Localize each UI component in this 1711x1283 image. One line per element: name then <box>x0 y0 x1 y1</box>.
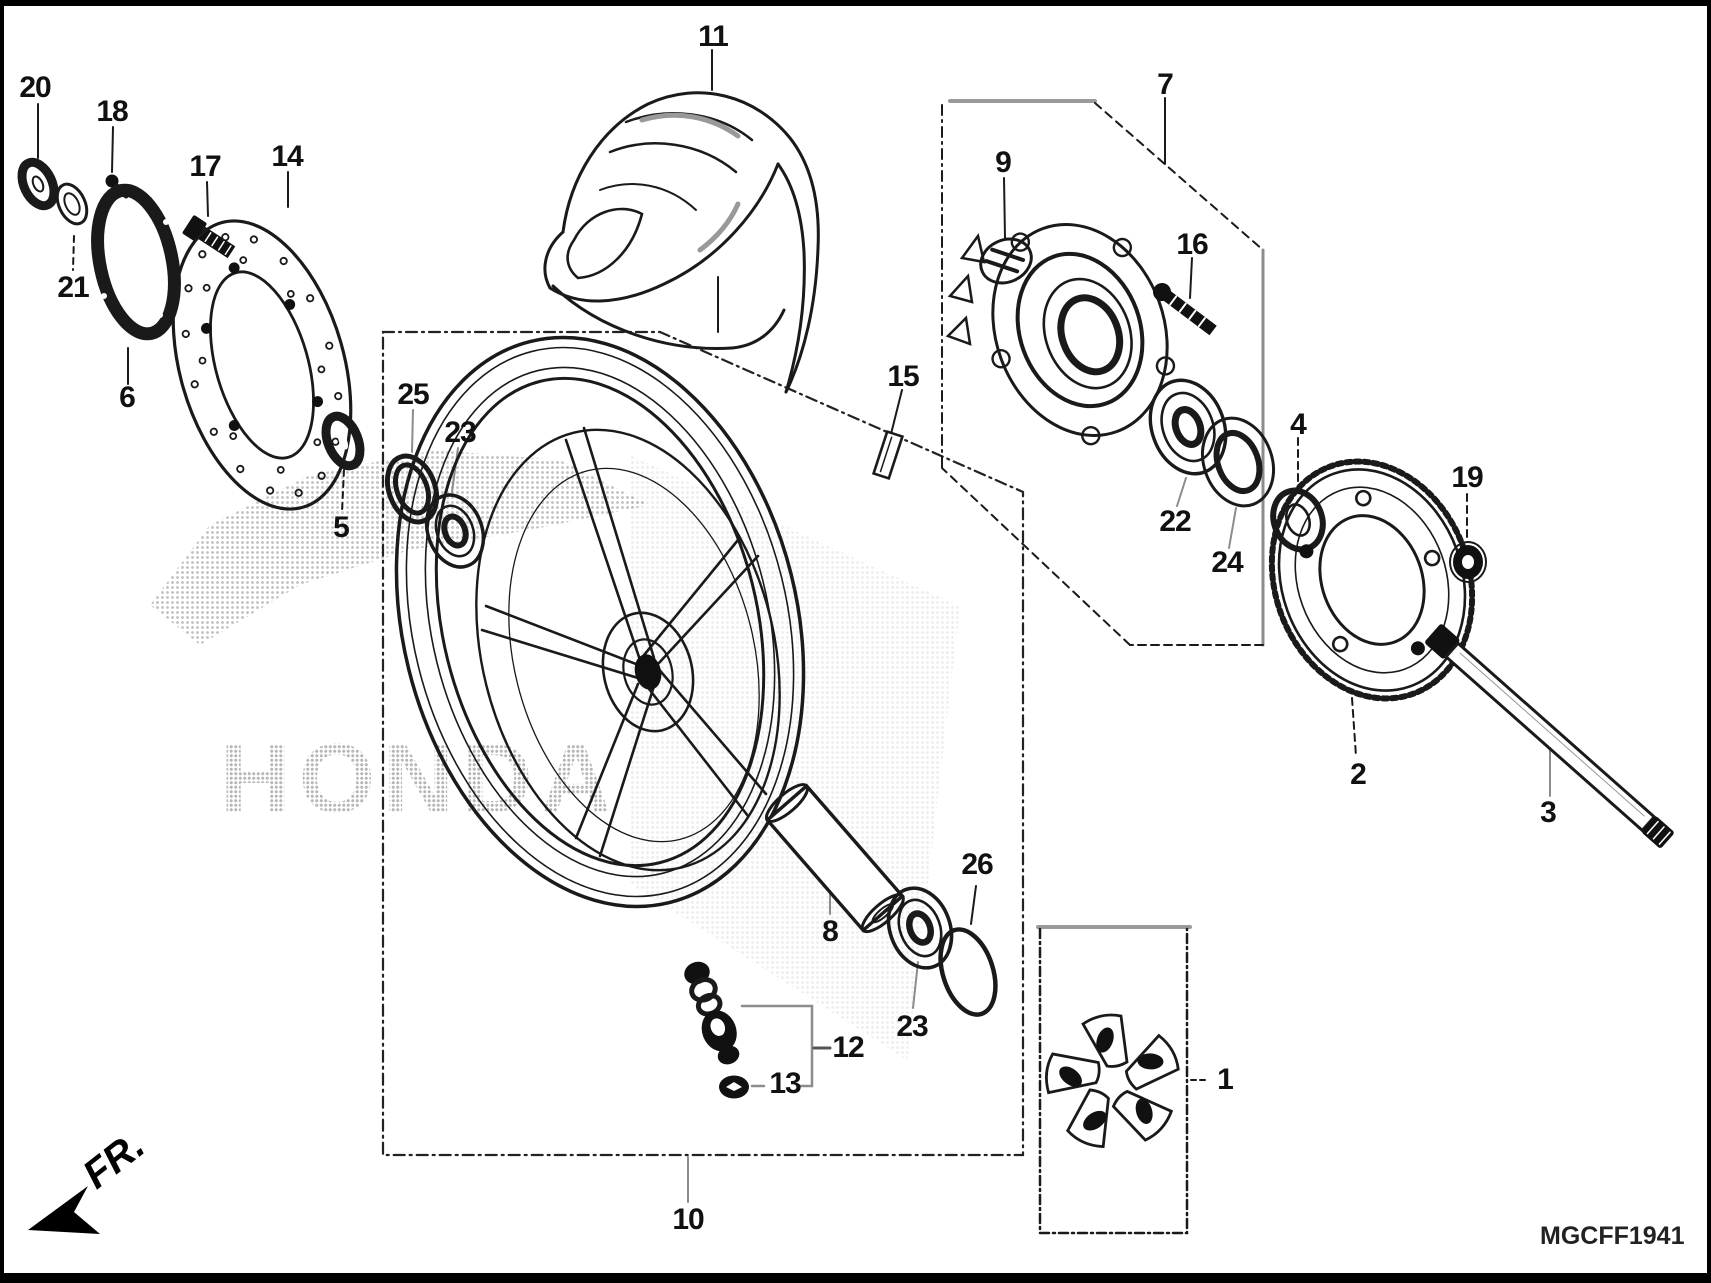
callout-12: 12 <box>832 1031 864 1064</box>
part-oring-26 <box>938 927 998 1017</box>
part-valve-nut-13 <box>719 1075 749 1099</box>
front-direction-arrow-icon <box>28 1186 100 1234</box>
part-cap-nut-20 <box>17 157 59 211</box>
part-bolt-17 <box>182 215 236 259</box>
callout-3: 3 <box>1540 796 1557 829</box>
part-axle-nut-19 <box>1449 541 1487 583</box>
leader-lines <box>37 49 1551 1203</box>
callout-21: 21 <box>57 271 89 304</box>
part-valve-stem-12 <box>684 961 740 1065</box>
part-rear-wheel-10 <box>394 335 806 909</box>
part-oring-25 <box>384 453 440 525</box>
part-rear-fender-11 <box>543 91 820 394</box>
callout-1: 1 <box>1217 1063 1234 1096</box>
callout-22: 22 <box>1159 505 1191 538</box>
callout-15: 15 <box>887 360 919 393</box>
callout-5: 5 <box>333 511 350 544</box>
part-damper-plate-15 <box>871 429 905 481</box>
callout-17: 17 <box>189 150 221 183</box>
flange-subassembly-box <box>941 99 1265 647</box>
part-dust-seal-5 <box>321 411 365 471</box>
callout-4: 4 <box>1290 408 1307 441</box>
part-bearing-22 <box>1148 378 1228 476</box>
callout-9: 9 <box>995 146 1012 179</box>
part-driven-flange-7 <box>945 223 1176 446</box>
callout-10: 10 <box>672 1203 704 1236</box>
callout-19: 19 <box>1451 461 1483 494</box>
honda-text-watermark: HONDA <box>220 722 640 835</box>
callout-26: 26 <box>961 848 993 881</box>
wheel-subassembly-box <box>381 330 1025 1157</box>
callout-23-right: 23 <box>896 1010 928 1043</box>
part-washer-21 <box>55 182 89 226</box>
callout-23-left: 23 <box>444 416 476 449</box>
callout-2: 2 <box>1350 758 1367 791</box>
part-cap-9 <box>979 237 1033 285</box>
part-rear-axle-3 <box>1425 624 1674 848</box>
part-dust-seal-24 <box>1201 416 1275 508</box>
callout-18: 18 <box>96 95 128 128</box>
part-pulser-ring-6 <box>91 183 181 341</box>
part-spacer-collar-8 <box>764 783 905 934</box>
callout-24: 24 <box>1211 546 1243 579</box>
callout-14: 14 <box>271 140 303 173</box>
part-damper-set-1 <box>1045 1013 1180 1149</box>
callout-16: 16 <box>1176 228 1208 261</box>
part-stud-bolt-16 <box>1153 283 1217 336</box>
callout-7: 7 <box>1157 68 1174 101</box>
diagram-code: MGCFF1941 <box>1540 1222 1685 1250</box>
callout-13: 13 <box>769 1067 801 1100</box>
callout-25: 25 <box>397 378 429 411</box>
callout-11: 11 <box>698 20 729 53</box>
callout-6: 6 <box>119 381 136 414</box>
callout-20: 20 <box>19 71 51 104</box>
callout-8: 8 <box>822 915 839 948</box>
damper-set-box <box>1036 925 1192 1235</box>
part-brake-disc-14 <box>171 219 353 511</box>
